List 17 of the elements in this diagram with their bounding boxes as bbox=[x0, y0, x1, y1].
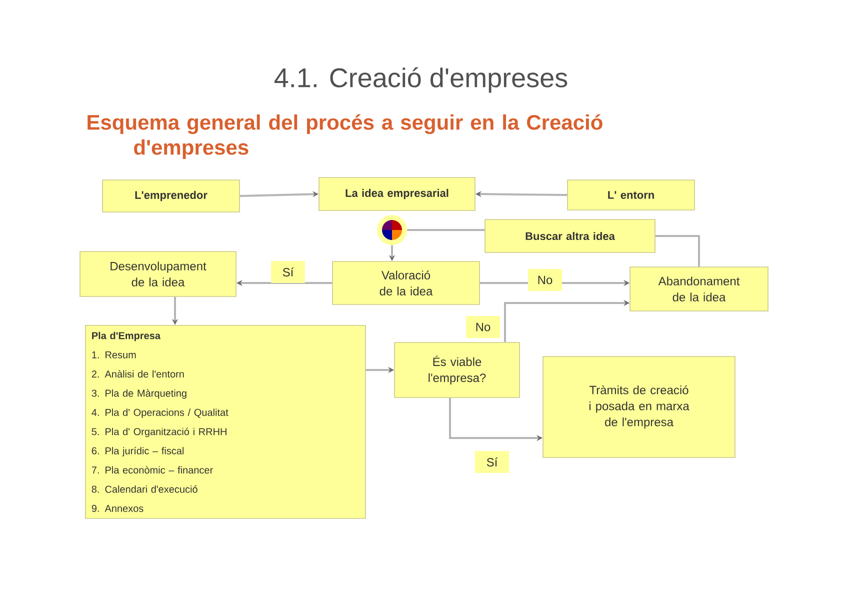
process-box: Valoració de la idea bbox=[332, 261, 480, 305]
edge-label: No bbox=[466, 316, 500, 338]
process-box: L' entorn bbox=[567, 180, 695, 210]
process-box: Buscar altra idea bbox=[484, 219, 656, 253]
process-box: Tràmits de creació i posada en marxa de l'empresa bbox=[542, 356, 736, 458]
process-box: És viable l'empresa? bbox=[394, 342, 520, 398]
process-box: L'emprenedor bbox=[102, 180, 240, 212]
edge-label: Sí bbox=[475, 451, 509, 473]
process-box: Desenvolupament de la idea bbox=[80, 251, 236, 297]
process-box: La idea empresarial bbox=[318, 177, 476, 211]
process-box: Abandonament de la idea bbox=[630, 266, 768, 312]
ball-icon bbox=[377, 215, 407, 245]
title: 4.1. Creació d'empreses bbox=[274, 67, 568, 93]
edge-label: Sí bbox=[271, 261, 305, 283]
subtitle: Esquema general del procés a seguir en la Creació d'empreses bbox=[88, 114, 602, 159]
edge-label: No bbox=[528, 269, 562, 291]
list-box: Pla d'Empresa 1. Resum 2. Anàlisi de l'entorn 3. Pla de Màrqueting 4. Pla d' Operacions / Qualitat 5. Pla d' Organització i RRHH 6. Pla jurídic – fiscal 7. Pla econòmic – financer 8. Calendari d'execució 9. Annexos bbox=[85, 325, 366, 519]
